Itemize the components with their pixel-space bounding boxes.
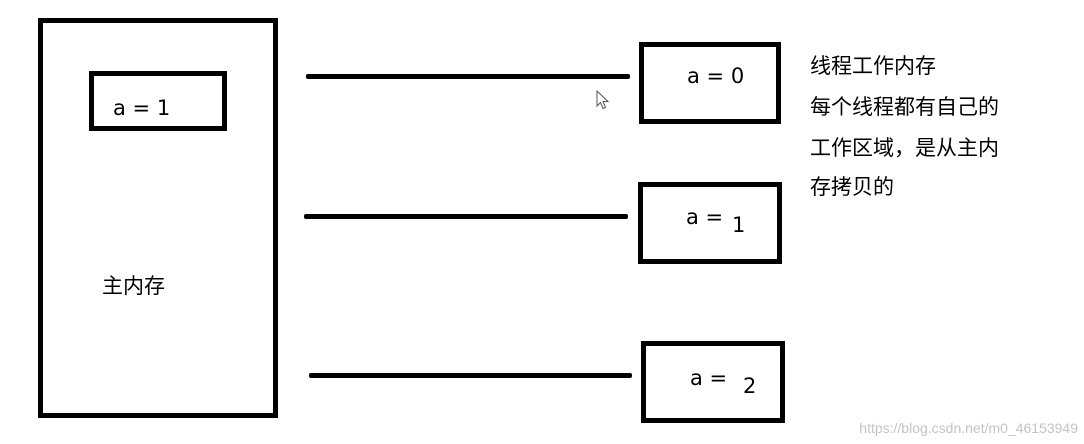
thread-3-working-memory-box <box>641 341 785 423</box>
note-line-1: 线程工作内存 <box>810 54 936 78</box>
thread-3-variable-value: 2 <box>743 374 757 398</box>
note-line-3: 工作区域，是从主内 <box>810 136 999 160</box>
thread-1-working-memory-box <box>639 42 781 124</box>
watermark: https://blog.csdn.net/m0_46153949 <box>859 420 1078 436</box>
thread-1-variable-text: a = 0 <box>687 64 745 88</box>
connector-line-thread-2 <box>304 214 628 219</box>
thread-3-variable-name: a = <box>690 366 728 390</box>
mouse-pointer-icon <box>596 90 610 110</box>
note-line-2: 每个线程都有自己的 <box>810 95 999 119</box>
thread-2-variable-name: a = <box>686 205 724 229</box>
main-memory-variable-box <box>89 71 227 131</box>
note-line-4: 存拷贝的 <box>810 175 894 199</box>
thread-2-working-memory-box <box>638 182 782 264</box>
connector-line-thread-1 <box>306 74 630 79</box>
main-memory-label: 主内存 <box>102 274 165 298</box>
main-memory-variable-text: a = 1 <box>113 96 171 120</box>
connector-line-thread-3 <box>309 373 632 378</box>
thread-2-variable-value: 1 <box>732 213 746 237</box>
